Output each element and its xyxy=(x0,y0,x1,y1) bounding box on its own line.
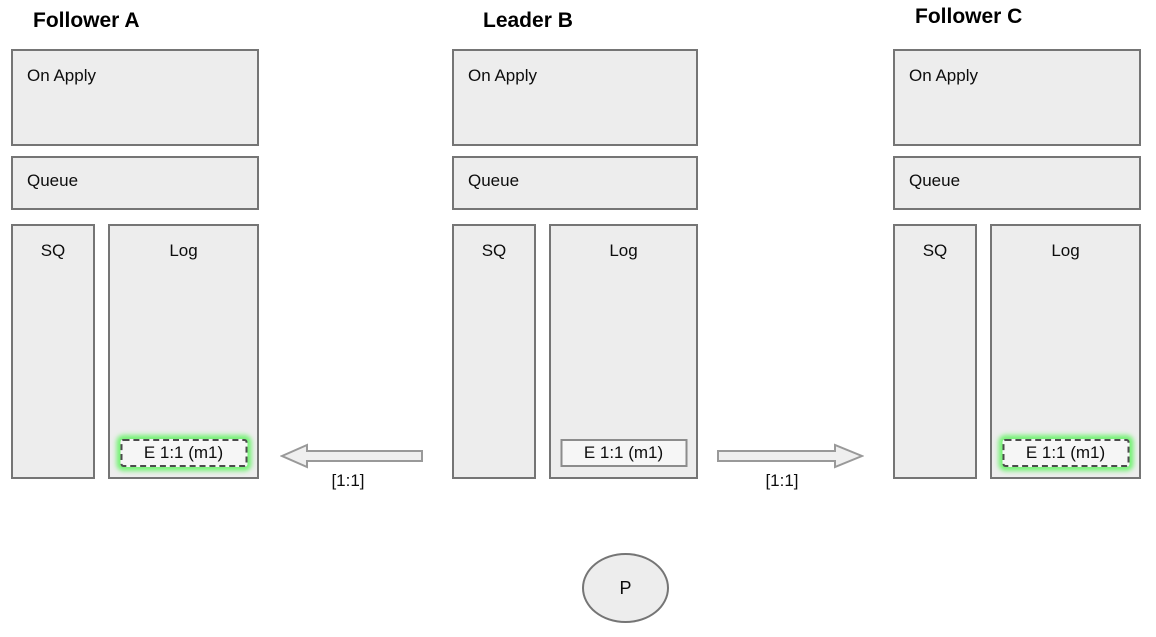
queue-label: Queue xyxy=(909,171,961,190)
on-apply-box: On Apply xyxy=(893,49,1141,146)
node-follower-a: Follower A On Apply Queue SQ Log E 1:1 (… xyxy=(11,0,259,637)
arrow-label: [1:1] xyxy=(331,471,365,490)
queue-label: Queue xyxy=(468,171,520,190)
on-apply-label: On Apply xyxy=(909,66,978,85)
log-entry: E 1:1 (m1) xyxy=(120,439,247,467)
node-follower-c: Follower C On Apply Queue SQ Log E 1:1 (… xyxy=(893,0,1141,637)
log-label: Log xyxy=(169,241,198,260)
send-queue-box: SQ xyxy=(11,224,95,479)
queue-label: Queue xyxy=(27,171,79,190)
replication-arrow-left-icon xyxy=(280,443,423,469)
log-label: Log xyxy=(609,241,638,260)
node-title: Follower A xyxy=(33,9,140,32)
log-box: Log E 1:1 (m1) xyxy=(108,224,259,479)
on-apply-box: On Apply xyxy=(11,49,259,146)
node-title: Follower C xyxy=(915,5,1023,28)
log-box: Log E 1:1 (m1) xyxy=(549,224,698,479)
send-queue-box: SQ xyxy=(893,224,977,479)
node-leader-b: Leader B On Apply Queue SQ Log E 1:1 (m1… xyxy=(452,0,698,637)
send-queue-label: SQ xyxy=(922,241,948,260)
log-box: Log E 1:1 (m1) xyxy=(990,224,1141,479)
log-label: Log xyxy=(1051,241,1080,260)
on-apply-label: On Apply xyxy=(27,66,96,85)
process-p-ellipse: P xyxy=(582,553,669,623)
log-entry: E 1:1 (m1) xyxy=(1002,439,1129,467)
queue-box: Queue xyxy=(893,156,1141,210)
on-apply-box: On Apply xyxy=(452,49,698,146)
arrow-label: [1:1] xyxy=(765,471,799,490)
send-queue-label: SQ xyxy=(481,241,507,260)
replication-arrow-right-icon xyxy=(717,443,864,469)
on-apply-label: On Apply xyxy=(468,66,537,85)
node-title: Leader B xyxy=(483,9,573,32)
queue-box: Queue xyxy=(11,156,259,210)
process-label: P xyxy=(619,577,632,598)
send-queue-label: SQ xyxy=(40,241,66,260)
log-entry: E 1:1 (m1) xyxy=(560,439,687,467)
queue-box: Queue xyxy=(452,156,698,210)
send-queue-box: SQ xyxy=(452,224,536,479)
